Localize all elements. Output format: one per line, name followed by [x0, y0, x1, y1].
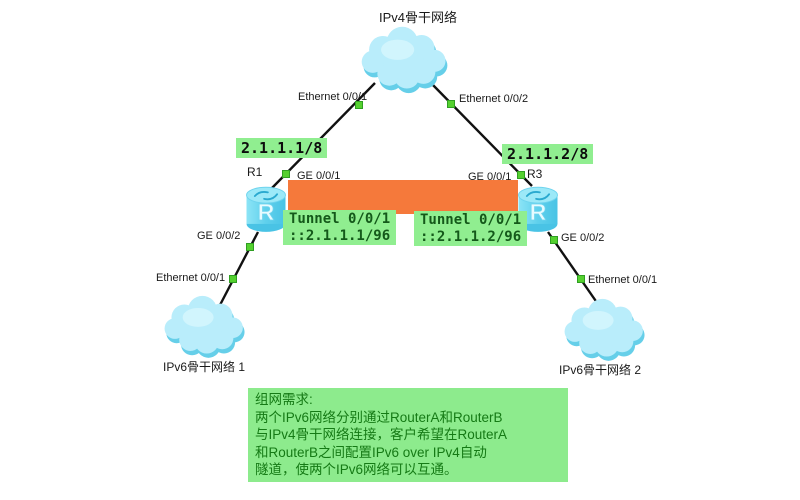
port-up-indicator: [577, 275, 585, 283]
port-up-indicator: [229, 275, 237, 283]
top-cloud-label: IPv4骨干网络: [378, 10, 457, 25]
router-r3-label: R3: [527, 167, 543, 181]
if-label-ge001-r1: GE 0/0/1: [297, 170, 341, 182]
tunnel-label-right: Tunnel 0/0/1 ::2.1.1.2/96: [414, 211, 528, 246]
tunnel-right-line2: ::2.1.1.2/96: [420, 228, 522, 245]
requirements-line: 隧道，使两个IPv6网络可以互通。: [255, 462, 458, 478]
port-up-indicator: [517, 171, 525, 179]
requirements-line: 两个IPv6网络分别通过RouterA和RouterB: [255, 409, 503, 425]
tunnel-left-line1: Tunnel 0/0/1: [289, 211, 391, 227]
ipv4-backbone-cloud[interactable]: [358, 24, 452, 94]
port-up-indicator: [355, 101, 363, 109]
requirements-note: 组网需求: 两个IPv6网络分别通过RouterA和RouterB 与IPv4骨…: [248, 388, 568, 482]
router-r3-icon[interactable]: R: [512, 181, 564, 239]
router-r1-label: R1: [247, 165, 263, 179]
link-cloud-r3[interactable]: [429, 81, 533, 187]
bottom-left-cloud-label: IPv6骨干网络 1: [163, 360, 246, 374]
link-r3-cloud2[interactable]: [547, 231, 601, 308]
ipv6-backbone-cloud-1[interactable]: [162, 292, 248, 360]
router-letter: R: [258, 199, 275, 225]
if-label-eth-top-left: Ethernet 0/0/1: [298, 91, 368, 103]
requirements-title: 组网需求:: [255, 392, 313, 407]
port-up-indicator: [246, 243, 254, 251]
requirements-line: 和RouterB之间配置IPv6 over IPv4自动: [255, 444, 487, 460]
router-letter: R: [530, 199, 547, 225]
if-label-eth-bottom-left: Ethernet 0/0/1: [156, 272, 226, 284]
ip-label-left: 2.1.1.1/8: [236, 138, 328, 158]
if-label-eth-bottom-right: Ethernet 0/0/1: [588, 274, 658, 286]
tunnel-highlight-bar: [288, 180, 518, 214]
port-up-indicator: [282, 170, 290, 178]
if-label-eth-top-right: Ethernet 0/0/2: [459, 93, 529, 105]
ipv6-backbone-cloud-2[interactable]: [562, 295, 648, 363]
tunnel-right-line1: Tunnel 0/0/1: [420, 212, 522, 228]
tunnel-left-line2: ::2.1.1.1/96: [289, 227, 391, 244]
if-label-ge001-r3: GE 0/0/1: [468, 171, 512, 183]
if-label-ge002-r1: GE 0/0/2: [197, 230, 241, 242]
tunnel-label-left: Tunnel 0/0/1 ::2.1.1.1/96: [283, 210, 397, 245]
if-label-ge002-r3: GE 0/0/2: [561, 232, 605, 244]
bottom-right-cloud-label: IPv6骨干网络 2: [559, 363, 642, 377]
ip-label-right: 2.1.1.2/8: [502, 144, 594, 164]
router-rotation-arrows-icon: [253, 190, 279, 201]
port-up-indicator: [447, 100, 455, 108]
port-up-indicator: [550, 236, 558, 244]
requirements-line: 与IPv4骨干网络连接，客户希望在RouterA: [255, 427, 508, 443]
router-r1-icon[interactable]: R: [240, 181, 292, 239]
router-rotation-arrows-icon: [525, 190, 551, 201]
